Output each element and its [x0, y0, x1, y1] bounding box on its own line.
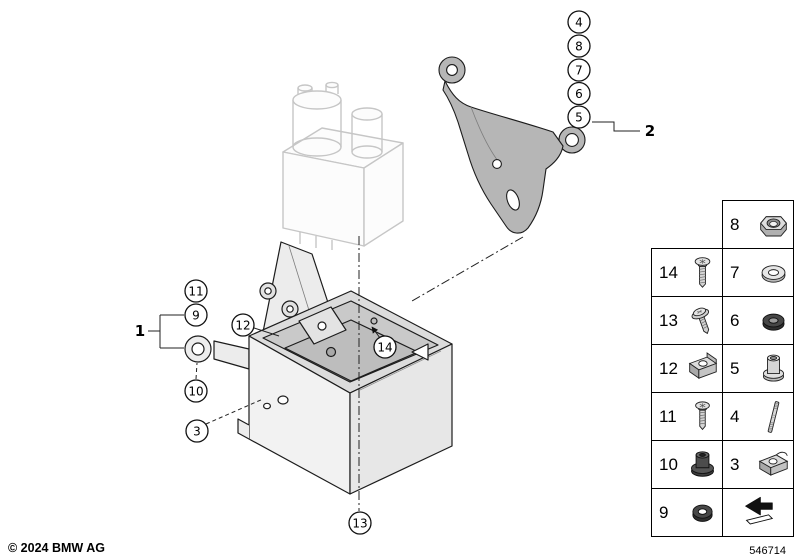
part-number-12: 12	[659, 359, 678, 378]
part-number-9: 9	[659, 503, 669, 522]
legend-empty-cell	[652, 201, 723, 249]
rubber-washer-icon	[762, 313, 785, 331]
legend-row: 14 7	[651, 248, 794, 297]
copyright-text: © 2024 BMW AG	[8, 541, 105, 555]
svg-text:5: 5	[575, 111, 583, 125]
svg-text:11: 11	[188, 285, 203, 299]
part-number-11: 11	[659, 407, 677, 426]
svg-text:10: 10	[188, 385, 203, 399]
part-number-6: 6	[730, 311, 740, 330]
legend-cell-direction	[722, 488, 794, 537]
leader-line-3	[205, 398, 264, 425]
legend-cell-6[interactable]: 6	[722, 296, 794, 345]
holder-hole	[277, 395, 289, 405]
legend-row: 12 5	[651, 344, 794, 393]
torx-screw-icon	[694, 256, 711, 288]
leader-line-14	[371, 326, 381, 339]
bracket-hole	[565, 133, 579, 147]
callout-5[interactable]: 5	[567, 105, 591, 129]
holder-mount-hole	[191, 342, 205, 356]
cage-clip-icon	[688, 351, 718, 379]
callout-3[interactable]: 3	[185, 419, 209, 443]
svg-text:3: 3	[193, 425, 201, 439]
legend-row: 8	[652, 200, 794, 249]
threaded-stud-icon	[767, 400, 780, 433]
bracket-hole	[446, 64, 458, 76]
callout-11[interactable]: 11	[184, 279, 208, 303]
bracket-mount-line	[411, 236, 524, 302]
label-1-bracket	[148, 314, 184, 349]
bracket-slot	[506, 189, 520, 211]
legend-row: 10 3	[651, 440, 794, 489]
part-number-4: 4	[730, 407, 740, 426]
callout-8[interactable]: 8	[567, 34, 591, 58]
legend-cell-8[interactable]: 8	[722, 200, 794, 249]
legend-cell-5[interactable]: 5	[722, 344, 794, 393]
svg-text:6: 6	[575, 87, 583, 101]
svg-text:14: 14	[377, 341, 392, 355]
legend-cell-12[interactable]: 12	[651, 344, 723, 393]
hex-nut-icon	[760, 215, 787, 236]
part-number-7: 7	[730, 263, 740, 282]
part-number-13: 13	[659, 311, 678, 330]
holder-hole	[263, 402, 272, 410]
callout-10[interactable]: 10	[184, 379, 208, 403]
legend-cell-13[interactable]: 13	[651, 296, 723, 345]
bracket-hole	[492, 159, 502, 169]
legend-cell-14[interactable]: 14	[651, 248, 723, 297]
direction-arrow-icon	[744, 496, 773, 525]
spring-clip-icon	[758, 451, 789, 476]
bracket-part-2	[438, 56, 586, 234]
part-number-8: 8	[730, 215, 740, 234]
legend-row: 9	[651, 488, 794, 537]
callout-6[interactable]: 6	[567, 81, 591, 106]
spacer-sleeve-icon	[762, 354, 785, 382]
torx-screw-icon	[695, 400, 710, 430]
callout-4[interactable]: 4	[567, 10, 591, 34]
diagram-number: 546714	[749, 545, 786, 557]
parts-legend: 8 14	[651, 200, 794, 537]
legend-cell-4[interactable]: 4	[722, 392, 794, 441]
svg-text:9: 9	[192, 309, 200, 323]
legend-cell-9[interactable]: 9	[651, 488, 723, 537]
assembly-label-2[interactable]: 2	[645, 122, 655, 140]
part-number-3: 3	[730, 455, 740, 474]
legend-row: 11 4	[651, 392, 794, 441]
part-number-14: 14	[659, 263, 678, 282]
svg-text:4: 4	[575, 16, 583, 30]
svg-text:7: 7	[575, 64, 583, 78]
svg-text:13: 13	[352, 517, 367, 531]
leader-line-12	[253, 327, 280, 337]
leader-line-10	[195, 362, 198, 380]
callout-14[interactable]: 14	[373, 335, 397, 359]
grommet-ring-icon	[692, 504, 713, 522]
flat-washer-icon	[761, 264, 786, 283]
holder-part-1	[184, 241, 453, 495]
legend-cell-10[interactable]: 10	[651, 440, 723, 489]
legend-row: 13 6	[651, 296, 794, 345]
svg-text:8: 8	[575, 40, 583, 54]
leader-lines	[148, 121, 640, 511]
legend-cell-7[interactable]: 7	[722, 248, 794, 297]
legend-cell-3[interactable]: 3	[722, 440, 794, 489]
rubber-grommet-icon	[691, 450, 714, 477]
part-number-5: 5	[730, 359, 740, 378]
part-number-10: 10	[659, 455, 678, 474]
callout-12[interactable]: 12	[231, 313, 255, 337]
callouts: 4 8 7 6 5 11 9	[135, 10, 655, 535]
assembly-label-1[interactable]: 1	[135, 322, 145, 340]
legend-cell-11[interactable]: 11	[651, 392, 723, 441]
callout-7[interactable]: 7	[567, 58, 591, 82]
label-2-bracket	[592, 121, 640, 132]
svg-text:12: 12	[235, 319, 250, 333]
abs-module-ghost	[282, 81, 404, 250]
callout-13[interactable]: 13	[348, 511, 372, 535]
flanged-torx-screw-icon	[691, 307, 710, 334]
callout-9[interactable]: 9	[184, 303, 208, 327]
